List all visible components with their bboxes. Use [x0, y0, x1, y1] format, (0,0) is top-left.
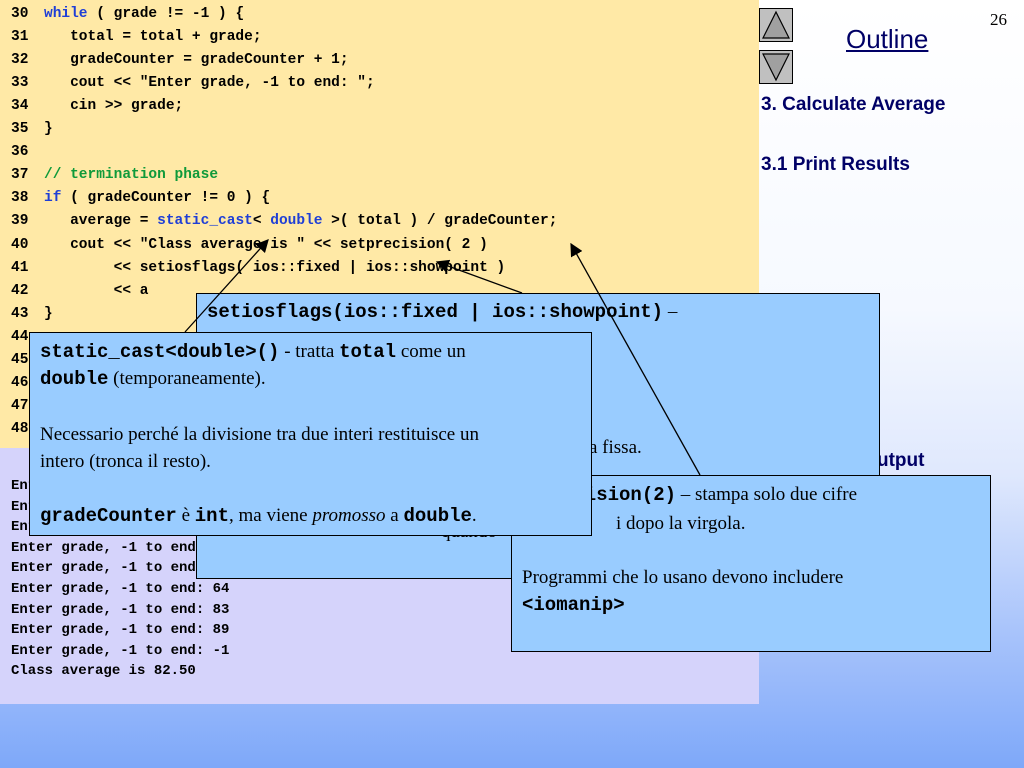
- code-token: ( gradeCounter != 0 ) {: [61, 190, 271, 207]
- output-line: Enter grade, -1 to end: 83: [11, 601, 230, 618]
- code-token: average =: [44, 213, 158, 230]
- static-cast-text-2: come un: [396, 341, 466, 362]
- code-token: }: [44, 121, 53, 138]
- static-cast-line-2: double (temporaneamente).: [40, 366, 266, 392]
- keyword-token: double: [270, 213, 323, 230]
- static-cast-line-1: static_cast<double>() - tratta total com…: [40, 339, 466, 365]
- output-line: Enter grade, -1 to end: 89: [11, 622, 230, 639]
- callout-setiosflags-heading: setiosflags(ios::fixed | ios::showpoint)…: [207, 299, 677, 325]
- keyword-token: while: [44, 6, 88, 22]
- code-token: << a: [44, 282, 149, 299]
- code-token: gradeCounter = gradeCounter + 1;: [44, 52, 349, 69]
- line-number: 36: [11, 144, 29, 161]
- code-text: while ( grade != -1 ) {: [44, 3, 244, 26]
- static-cast-code: static_cast<double>(): [40, 341, 280, 363]
- int-code: int: [194, 505, 229, 527]
- code-text: }: [44, 303, 53, 326]
- previous-slide-button[interactable]: [759, 8, 793, 42]
- total-code: total: [339, 341, 397, 363]
- outline-link[interactable]: Outline: [846, 24, 929, 54]
- code-text: cout << "Enter grade, -1 to end: ";: [44, 72, 375, 95]
- page-number: 26: [990, 10, 1007, 29]
- output-line: Enter grade, -1 to end: 88: [11, 539, 230, 556]
- triangle-up-icon: [762, 10, 790, 39]
- comment-token: // termination phase: [44, 167, 219, 184]
- static-cast-text-4: è: [176, 505, 195, 526]
- code-token: >( total ) / gradeCounter;: [322, 213, 558, 230]
- code-token: cin >> grade;: [44, 98, 184, 115]
- static-cast-text-7: a: [385, 505, 404, 526]
- setiosflags-dash: –: [663, 301, 678, 322]
- outline-item-calculate-average: 3. Calculate Average: [761, 94, 946, 115]
- callout-static-cast: static_cast<double>() - tratta total com…: [29, 332, 592, 536]
- static-cast-line-5: gradeCounter è int, ma viene promosso a …: [40, 503, 477, 529]
- line-number: 39: [11, 213, 29, 230]
- setprecision-text-1: – stampa solo due cifre: [676, 484, 858, 505]
- line-number: 33: [11, 75, 29, 92]
- code-text: gradeCounter = gradeCounter + 1;: [44, 49, 349, 72]
- promosso-text: promosso: [312, 505, 386, 526]
- code-text: cout << "Class average is " << setprecis…: [44, 234, 488, 257]
- arrow-static-cast: [184, 239, 269, 333]
- code-text: if ( gradeCounter != 0 ) {: [44, 187, 270, 210]
- code-token: cout << "Class average is " << setprecis…: [44, 236, 488, 253]
- setiosflags-code: setiosflags(ios::fixed | ios::showpoint): [207, 301, 664, 323]
- static-cast-line-3: Necessario perché la divisione tra due i…: [40, 424, 479, 445]
- code-text: cin >> grade;: [44, 95, 183, 118]
- code-token: }: [44, 305, 53, 322]
- line-number: 34: [11, 98, 29, 115]
- line-number: 47: [11, 397, 29, 414]
- triangle-down-icon: [762, 53, 790, 82]
- arrow-setiosflags: [435, 259, 523, 294]
- line-number: 38: [11, 190, 29, 207]
- output-line: Enter grade, -1 to end: -1: [11, 642, 230, 659]
- line-number: 41: [11, 259, 29, 276]
- code-text: // termination phase: [44, 164, 218, 187]
- line-number: 35: [11, 121, 29, 138]
- outline-item-output: utput: [877, 450, 925, 471]
- line-number: 40: [11, 236, 29, 253]
- code-text: total = total + grade;: [44, 26, 262, 49]
- code-token: cout << "Enter grade, -1 to end: ";: [44, 75, 375, 92]
- static-cast-text-5: , ma viene: [228, 505, 313, 526]
- code-text: average = static_cast< double >( total )…: [44, 210, 557, 233]
- double-code-2: double: [403, 505, 472, 527]
- code-text: << setiosflags( ios::fixed | ios::showpo…: [44, 257, 506, 280]
- outline-item-print-results: 3.1 Print Results: [761, 154, 910, 175]
- line-number: 44: [11, 328, 29, 345]
- code-token: total = total + grade;: [44, 29, 262, 46]
- line-number: 37: [11, 167, 29, 184]
- setprecision-line-2: i dopo la virgola.: [616, 513, 746, 534]
- code-token: << setiosflags( ios::fixed | ios::showpo…: [44, 259, 506, 276]
- output-line: Class average is 82.50: [11, 663, 196, 680]
- code-token: <: [252, 213, 271, 230]
- setprecision-line-4: <iomanip>: [522, 592, 625, 618]
- static-cast-text-3: (temporaneamente).: [108, 368, 266, 389]
- static-cast-text-1: - tratta: [279, 341, 340, 362]
- code-text: }: [44, 118, 53, 141]
- keyword-token: if: [44, 190, 62, 207]
- setiosflags-text-fragment: a fissa.: [589, 437, 642, 458]
- line-number: 45: [11, 351, 29, 368]
- line-number: 42: [11, 282, 29, 299]
- static-cast-line-4: intero (tronca il resto).: [40, 451, 211, 472]
- static-cast-text-8: .: [471, 505, 477, 526]
- arrow-setprecision: [570, 242, 701, 476]
- code-token: ( grade != -1 ) {: [87, 6, 245, 22]
- line-number: 46: [11, 374, 29, 391]
- keyword-token: static_cast: [157, 213, 253, 230]
- line-number: 43: [11, 305, 29, 322]
- line-number: 48: [11, 420, 29, 437]
- setprecision-line-3: Programmi che lo usano devono includere: [522, 567, 844, 588]
- gradecounter-code: gradeCounter: [40, 505, 177, 527]
- next-slide-button[interactable]: [759, 50, 793, 84]
- double-code: double: [40, 368, 109, 390]
- line-number: 32: [11, 52, 29, 69]
- line-number: 31: [11, 29, 29, 46]
- code-text: << a: [44, 280, 149, 303]
- iomanip-code: <iomanip>: [522, 594, 625, 616]
- line-number: 30: [11, 6, 29, 22]
- output-line: Enter grade, -1 to end: 64: [11, 581, 230, 597]
